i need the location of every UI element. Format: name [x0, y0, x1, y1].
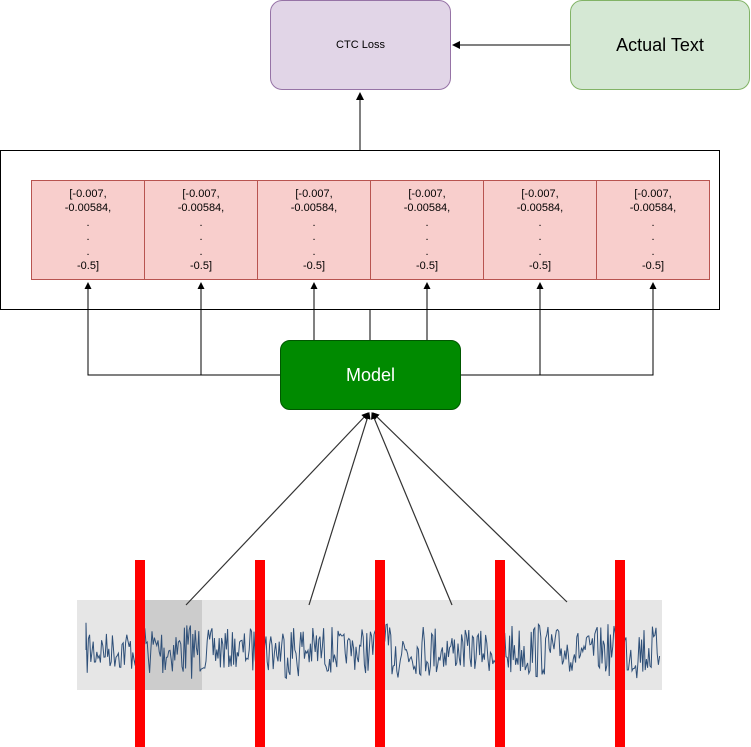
ctc-loss-label: CTC Loss [336, 39, 385, 51]
frame-marker-1 [135, 560, 145, 747]
frame-marker-3 [375, 560, 385, 747]
actual-text-node: Actual Text [570, 0, 750, 90]
frame-marker-2 [255, 560, 265, 747]
model-label: Model [345, 364, 396, 385]
output-vector-2: [-0.007,-0.00584,...-0.5] [144, 180, 258, 280]
output-vector-1: [-0.007,-0.00584,...-0.5] [31, 180, 145, 280]
frame-marker-group [135, 560, 625, 747]
arrow-window-3-to-model [371, 412, 453, 606]
window-to-model-arrows [185, 412, 568, 606]
output-vector-4: [-0.007,-0.00584,...-0.5] [370, 180, 484, 280]
arrow-model-to-vector-6 [461, 282, 657, 376]
arrow-window-4-to-model [372, 412, 568, 603]
audio-waveform [85, 622, 661, 680]
model-to-vector-arrows [84, 282, 657, 376]
output-vector-6: [-0.007,-0.00584,...-0.5] [596, 180, 710, 280]
arrow-window-2-to-model [308, 412, 371, 606]
arrow-window-1-to-model [185, 412, 369, 606]
frame-marker-5 [615, 560, 625, 747]
model-node: Model [280, 340, 461, 410]
arrow-model-to-vector-2 [197, 282, 280, 376]
actual-text-label: Actual Text [616, 34, 704, 55]
output-vector-3: [-0.007,-0.00584,...-0.5] [257, 180, 371, 280]
ctc-loss-node: CTC Loss [270, 0, 451, 90]
frame-marker-4 [495, 560, 505, 747]
output-vector-5: [-0.007,-0.00584,...-0.5] [483, 180, 597, 280]
